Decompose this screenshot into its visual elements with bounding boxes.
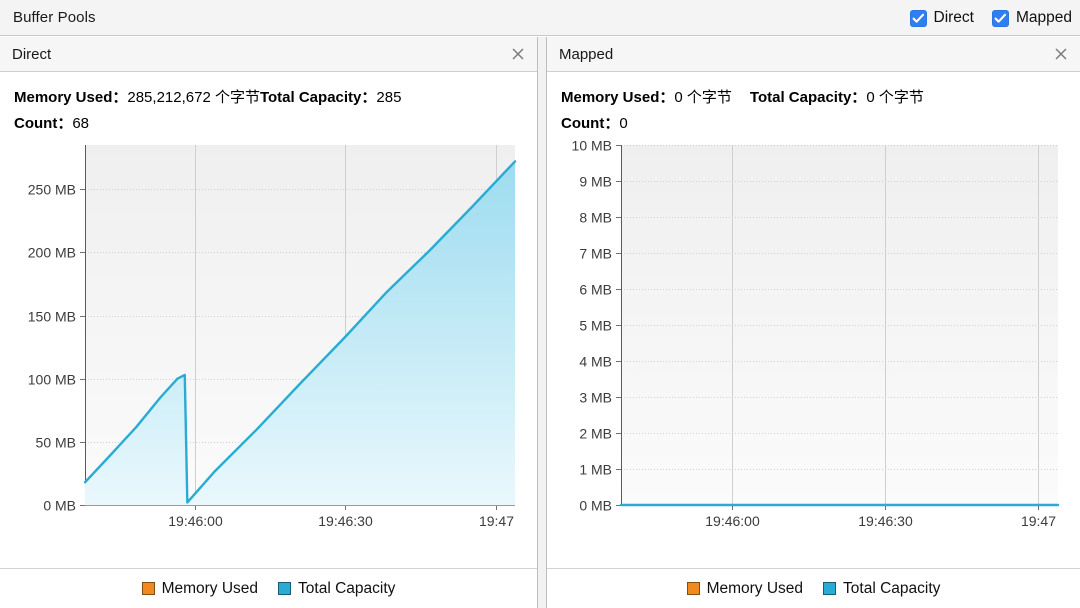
legend-label: Total Capacity <box>843 579 941 597</box>
total-capacity-label: Total Capacity： <box>749 89 867 106</box>
legend-item: Memory Used <box>141 579 259 598</box>
svg-text:250 MB: 250 MB <box>28 181 76 197</box>
panel-direct-stats: Memory Used：285,212,672 个字节Total Capacit… <box>0 72 537 137</box>
direct-chart-legend: Memory Used Total Capacity <box>0 568 537 608</box>
total-capacity-label: Total Capacity： <box>259 89 377 106</box>
legend-label: Total Capacity <box>298 579 396 597</box>
panel-direct: Direct Memory Used：285,212,672 个字节Total … <box>0 37 537 608</box>
checkbox-mapped-label: Mapped <box>1015 9 1072 26</box>
svg-text:6 MB: 6 MB <box>579 281 612 297</box>
svg-text:19:47: 19:47 <box>1021 513 1056 529</box>
checkbox-direct[interactable]: Direct <box>909 9 974 27</box>
legend-label: Memory Used <box>706 579 804 597</box>
svg-text:8 MB: 8 MB <box>579 209 612 225</box>
pane-splitter[interactable] <box>537 37 547 608</box>
memory-used-value: 285,212,672 个字节 <box>127 89 260 106</box>
direct-chart: 0 MB 50 MB 100 MB 150 MB 200 MB 250 MB 19:46:0… <box>0 137 537 537</box>
checkbox-checked-icon[interactable] <box>909 9 927 27</box>
svg-text:100 MB: 100 MB <box>28 371 76 387</box>
stats-line-2: Count：0 <box>561 111 1080 137</box>
total-capacity-value: 285 <box>376 89 402 106</box>
legend-swatch-memory-used <box>686 582 700 595</box>
stats-line-2: Count：68 <box>14 111 537 137</box>
legend-item: Memory Used <box>686 579 804 598</box>
memory-used-label: Memory Used： <box>561 89 675 106</box>
legend-item: Total Capacity <box>823 580 940 598</box>
count-value: 68 <box>72 114 90 132</box>
svg-text:4 MB: 4 MB <box>579 353 612 369</box>
svg-text:10 MB: 10 MB <box>572 137 612 153</box>
legend-label: Memory Used <box>161 579 259 597</box>
close-icon[interactable] <box>510 46 526 62</box>
svg-text:5 MB: 5 MB <box>579 317 612 333</box>
count-value: 0 <box>619 114 628 132</box>
window-titlebar: Buffer Pools Direct Mapped <box>0 0 1080 36</box>
svg-text:19:46:00: 19:46:00 <box>705 513 760 529</box>
legend-swatch-total-capacity <box>278 582 292 595</box>
count-label: Count： <box>561 114 620 132</box>
count-label: Count： <box>14 114 73 132</box>
total-capacity-value: 0 个字节 <box>866 89 924 106</box>
memory-used-value: 0 个字节 <box>674 89 732 106</box>
checkbox-direct-label: Direct <box>933 9 974 26</box>
mapped-chart-legend: Memory Used Total Capacity <box>547 568 1080 608</box>
svg-text:19:46:00: 19:46:00 <box>168 513 223 529</box>
legend-swatch-total-capacity <box>823 582 837 595</box>
svg-text:150 MB: 150 MB <box>28 308 76 324</box>
svg-text:0 MB: 0 MB <box>43 497 76 513</box>
mapped-chart: 0 MB 1 MB 2 MB 3 MB 4 MB 5 MB 6 MB 7 MB 8 MB 9 MB… <box>547 137 1080 537</box>
panel-direct-title: Direct <box>12 45 52 63</box>
close-icon[interactable] <box>1053 46 1069 62</box>
checkbox-checked-icon[interactable] <box>991 9 1009 27</box>
svg-text:2 MB: 2 MB <box>579 425 612 441</box>
panel-direct-header: Direct <box>0 37 537 72</box>
panel-mapped-header: Mapped <box>547 37 1080 72</box>
stats-line-1: Memory Used：285,212,672 个字节Total Capacit… <box>14 85 537 111</box>
svg-text:19:47: 19:47 <box>479 513 514 529</box>
direct-chart-svg: 0 MB 50 MB 100 MB 150 MB 200 MB 250 MB 19:46:0… <box>28 144 517 529</box>
legend-swatch-memory-used <box>141 582 155 595</box>
memory-used-label: Memory Used： <box>14 89 128 106</box>
page-title: Buffer Pools <box>13 9 96 26</box>
legend-item: Total Capacity <box>278 580 395 598</box>
svg-text:3 MB: 3 MB <box>579 389 612 405</box>
svg-text:19:46:30: 19:46:30 <box>318 513 373 529</box>
mapped-chart-svg: 0 MB 1 MB 2 MB 3 MB 4 MB 5 MB 6 MB 7 MB 8 MB 9 MB… <box>572 137 1060 529</box>
svg-text:0 MB: 0 MB <box>579 497 612 513</box>
panel-mapped-title: Mapped <box>559 45 614 63</box>
svg-text:50 MB: 50 MB <box>36 434 76 450</box>
pool-filter-controls: Direct Mapped <box>909 0 1072 36</box>
svg-text:200 MB: 200 MB <box>28 244 76 260</box>
svg-text:9 MB: 9 MB <box>579 173 612 189</box>
svg-text:1 MB: 1 MB <box>579 461 612 477</box>
checkbox-mapped[interactable]: Mapped <box>991 9 1072 27</box>
svg-text:7 MB: 7 MB <box>579 245 612 261</box>
svg-text:19:46:30: 19:46:30 <box>858 513 913 529</box>
